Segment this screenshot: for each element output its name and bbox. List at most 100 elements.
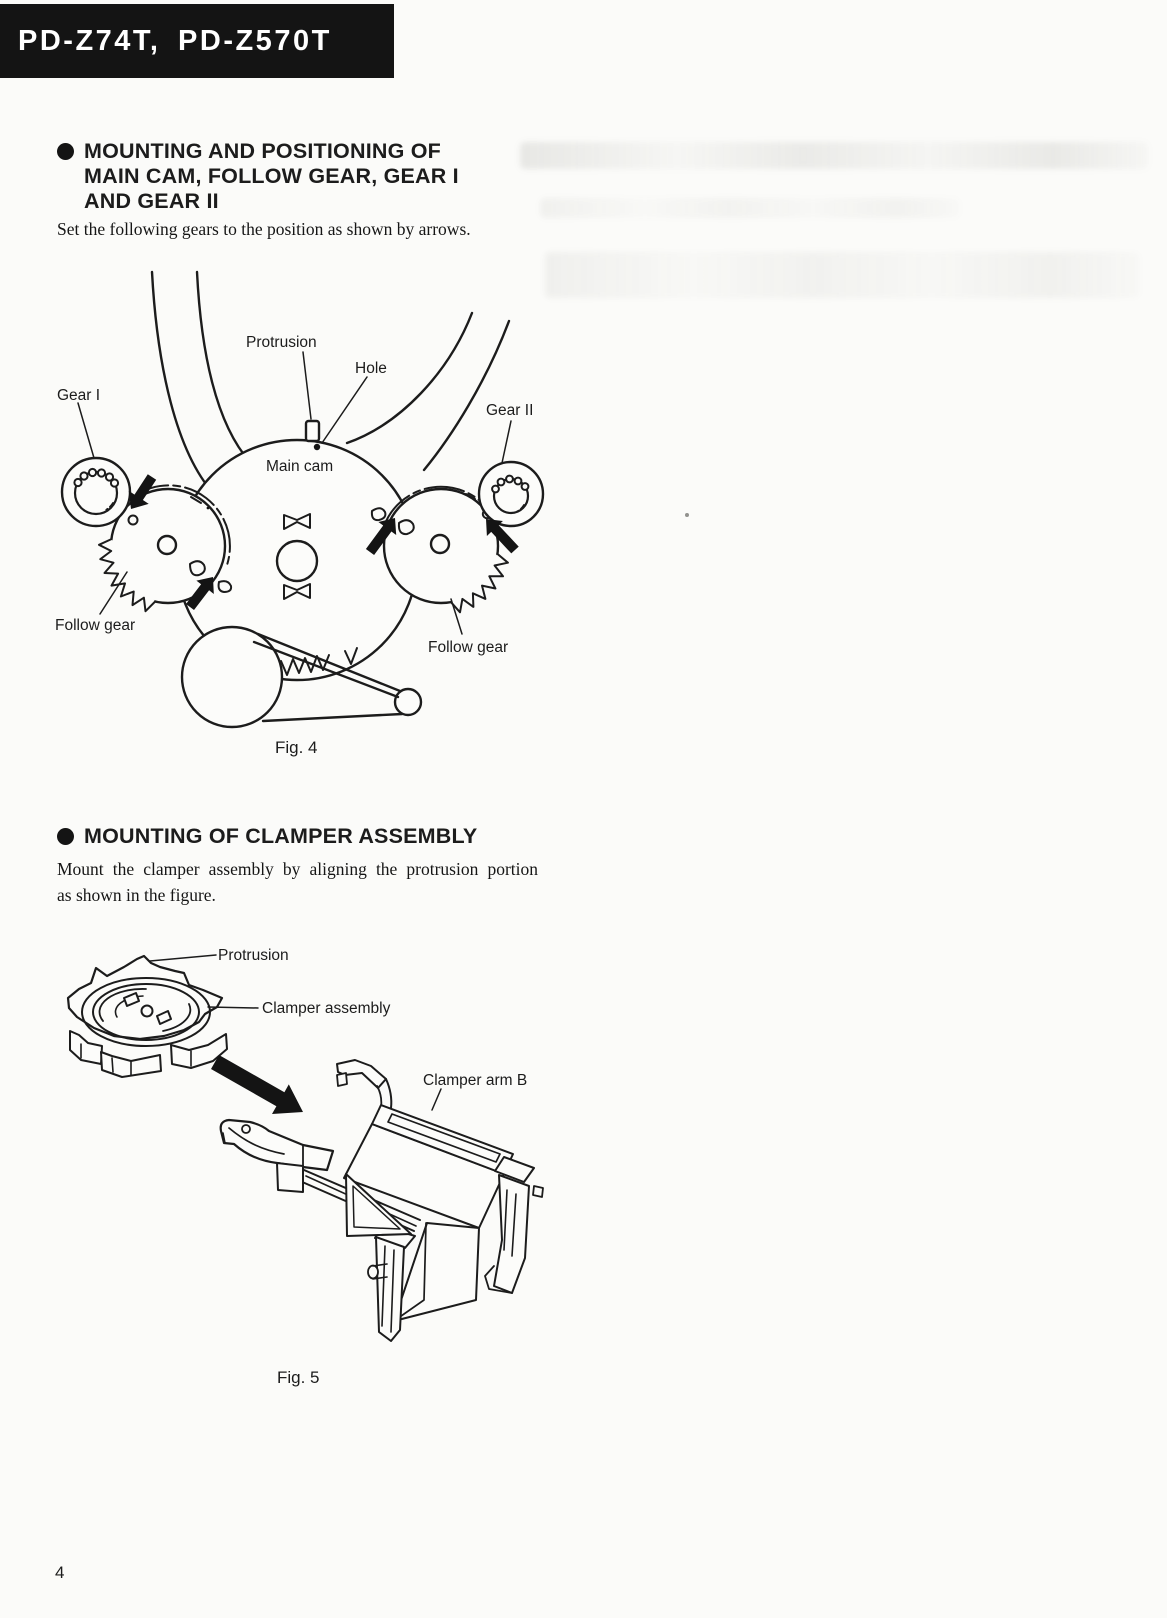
clamper-foot bbox=[69, 1030, 103, 1065]
chassis-arc bbox=[345, 311, 474, 445]
protrusion-shape bbox=[304, 419, 321, 443]
leader-line bbox=[99, 571, 128, 615]
body-line: Mount the clamper assembly by aligning t… bbox=[57, 859, 538, 879]
section-heading-gears: MOUNTING AND POSITIONING OF MAIN CAM, FO… bbox=[57, 139, 459, 214]
body-line: as shown in the figure. bbox=[57, 885, 216, 905]
section-body-clamper: Mount the clamper assembly by aligning t… bbox=[57, 856, 538, 908]
clamper-arm-b-peg bbox=[367, 1264, 379, 1280]
gear-1-shape bbox=[60, 456, 132, 528]
clamper-arm-b-peg bbox=[336, 1072, 348, 1087]
gear-cutout bbox=[217, 580, 233, 593]
clamper-arm-b-block bbox=[276, 1162, 304, 1193]
clamper-arm-b-tip-line bbox=[222, 1132, 226, 1144]
follow-gear-right-hole bbox=[429, 533, 451, 555]
gear-2-tooth bbox=[505, 474, 514, 484]
page-number: 4 bbox=[55, 1563, 65, 1582]
gear-cutout bbox=[370, 507, 387, 522]
clamper-arm-b-crease bbox=[393, 1222, 427, 1322]
belt-line bbox=[261, 712, 404, 723]
leader-line bbox=[302, 351, 312, 420]
cam-slot bbox=[283, 583, 311, 600]
direction-arrow bbox=[186, 577, 214, 610]
section-heading-line: MAIN CAM, FOLLOW GEAR, GEAR I bbox=[84, 164, 459, 188]
model-header-bar: PD-Z74T, PD-Z570T bbox=[0, 4, 394, 78]
chassis-arc bbox=[422, 319, 511, 472]
clamper-arm-b-peg bbox=[532, 1185, 544, 1198]
clamper-assembly-diagram: Protrusion Clamper assembly Clamper arm … bbox=[66, 947, 544, 1387]
clamper-ring-arc bbox=[98, 988, 147, 1022]
scan-bleed-artifact bbox=[520, 142, 1148, 169]
clamper-assembly-shape bbox=[66, 954, 224, 1041]
section-heading-clamper: MOUNTING OF CLAMPER ASSEMBLY bbox=[57, 824, 477, 849]
direction-arrow bbox=[365, 518, 397, 555]
clamper-arm-b-post bbox=[375, 1236, 405, 1342]
follow-gear-left-hole bbox=[156, 534, 178, 556]
gear-1-tooth bbox=[73, 477, 83, 488]
label-main-cam: Main cam bbox=[266, 458, 333, 475]
clamper-arm-b-slab bbox=[393, 1222, 480, 1322]
clamper-ring bbox=[81, 977, 211, 1047]
figure-caption-fig5: Fig. 5 bbox=[277, 1368, 320, 1387]
gear-1-tooth bbox=[87, 467, 98, 478]
gear-1-tooth bbox=[96, 468, 107, 478]
scan-bleed-artifact bbox=[540, 198, 960, 218]
label-clamper-arm-b: Clamper arm B bbox=[423, 1072, 527, 1089]
mount-direction-arrow bbox=[211, 1055, 303, 1114]
gear-2-tooth bbox=[513, 476, 523, 486]
bullet-icon bbox=[57, 828, 74, 845]
label-hole: Hole bbox=[355, 360, 387, 377]
label-follow-gear-right: Follow gear bbox=[428, 639, 508, 656]
main-cam-teeth bbox=[280, 654, 330, 676]
label-protrusion: Protrusion bbox=[246, 334, 317, 351]
clamper-arm-b-curve bbox=[385, 1078, 393, 1109]
chassis-arc bbox=[195, 270, 252, 464]
label-gear-1: Gear I bbox=[57, 387, 100, 404]
follow-gear-right-teeth bbox=[449, 552, 509, 614]
clamper-center-hole bbox=[140, 1004, 154, 1018]
section-heading-line: MOUNTING AND POSITIONING OF bbox=[84, 139, 441, 163]
gear-2-tooth bbox=[496, 477, 506, 487]
chassis-arc bbox=[150, 270, 216, 496]
scan-speck bbox=[685, 513, 689, 517]
centerline-mark bbox=[190, 496, 202, 504]
clamper-arm-b-slot bbox=[390, 1249, 395, 1333]
pulley-shape bbox=[180, 625, 284, 729]
leader-line bbox=[77, 402, 95, 459]
leader-line bbox=[149, 954, 217, 962]
clamper-foot bbox=[170, 1033, 228, 1069]
leader-line bbox=[501, 420, 512, 464]
centerline-dot bbox=[206, 506, 210, 510]
hole-shape bbox=[313, 443, 321, 451]
label-protrusion: Protrusion bbox=[218, 947, 289, 964]
clamper-arm-b-slot bbox=[511, 1193, 517, 1257]
gear-1-tooth bbox=[104, 472, 115, 482]
scan-bleed-artifact bbox=[545, 252, 1140, 298]
clamper-arm-b-peg-line bbox=[372, 1276, 388, 1280]
centerline-mark bbox=[515, 504, 525, 513]
label-gear-2: Gear II bbox=[486, 402, 533, 419]
gear-1-tooth bbox=[109, 478, 120, 488]
main-cam-center-hole bbox=[275, 539, 319, 583]
label-clamper-assembly: Clamper assembly bbox=[262, 1000, 391, 1017]
gear-pin bbox=[127, 514, 139, 526]
clamper-arm-b-peg bbox=[241, 1124, 251, 1134]
clamper-ring-arc bbox=[162, 1003, 192, 1032]
follow-gear-left-teeth bbox=[98, 538, 157, 613]
centerline-mark bbox=[465, 493, 476, 500]
section-heading-line: AND GEAR II bbox=[84, 189, 219, 213]
label-follow-gear-left: Follow gear bbox=[55, 617, 135, 634]
section-heading-line: MOUNTING OF CLAMPER ASSEMBLY bbox=[84, 824, 478, 848]
section-body-gears: Set the following gears to the position … bbox=[57, 219, 471, 239]
clamper-ring bbox=[92, 983, 200, 1041]
gear-2-shape bbox=[477, 460, 545, 528]
cam-slot bbox=[283, 513, 311, 530]
leader-line bbox=[207, 1006, 259, 1009]
figure-caption-fig4: Fig. 4 bbox=[275, 738, 318, 757]
model-header-text: PD-Z74T, PD-Z570T bbox=[18, 24, 332, 57]
gear-2-tooth bbox=[520, 482, 530, 491]
direction-arrow bbox=[128, 474, 157, 509]
clamper-arm-b-slot bbox=[381, 1245, 386, 1327]
belt-line bbox=[252, 640, 400, 699]
gear-2-tooth bbox=[491, 484, 500, 494]
clamper-arm-b-peg-line bbox=[372, 1263, 388, 1267]
